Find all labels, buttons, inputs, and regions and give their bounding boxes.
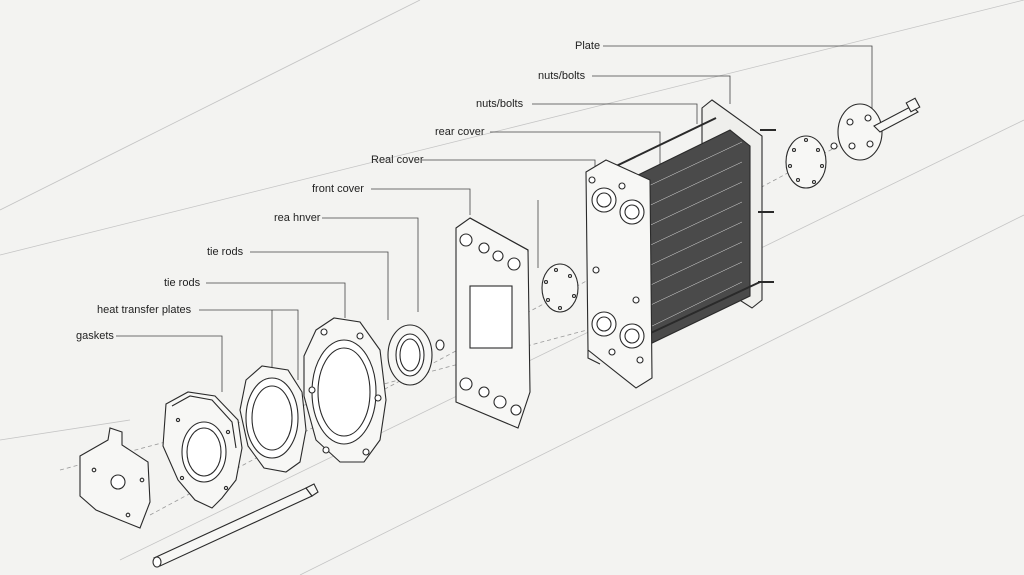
- label-plate: Plate: [575, 40, 601, 52]
- label-rear-cover: rear cover: [435, 126, 485, 138]
- label-front-cover: front cover: [312, 183, 364, 195]
- ring-frame: [239, 365, 307, 473]
- label-rea-hnver: rea hnver: [274, 212, 321, 224]
- leader-lines: [116, 45, 873, 392]
- rear-cover-plate: [455, 217, 531, 429]
- heat-transfer-plate: [162, 391, 243, 509]
- front-cover-flange: [303, 317, 387, 463]
- label-heat-transfer-plates: heat transfer plates: [97, 304, 192, 316]
- shaft-plate: [837, 97, 921, 161]
- label-real-cover: Real cover: [371, 154, 424, 166]
- label-nuts-bolts-1: nuts/bolts: [538, 70, 586, 82]
- label-tie-rods-2: tie rods: [164, 277, 201, 289]
- long-tie-rod: [152, 483, 319, 568]
- label-nuts-bolts-2: nuts/bolts: [476, 98, 524, 110]
- gasket-plate: [79, 427, 151, 529]
- label-gaskets: gaskets: [76, 330, 114, 342]
- plate-pack-assembly: [585, 99, 776, 389]
- port-disc: [541, 263, 579, 313]
- label-tie-rods-1: tie rods: [207, 246, 244, 258]
- gasket-ring: [387, 324, 445, 386]
- rear-disc: [785, 135, 838, 189]
